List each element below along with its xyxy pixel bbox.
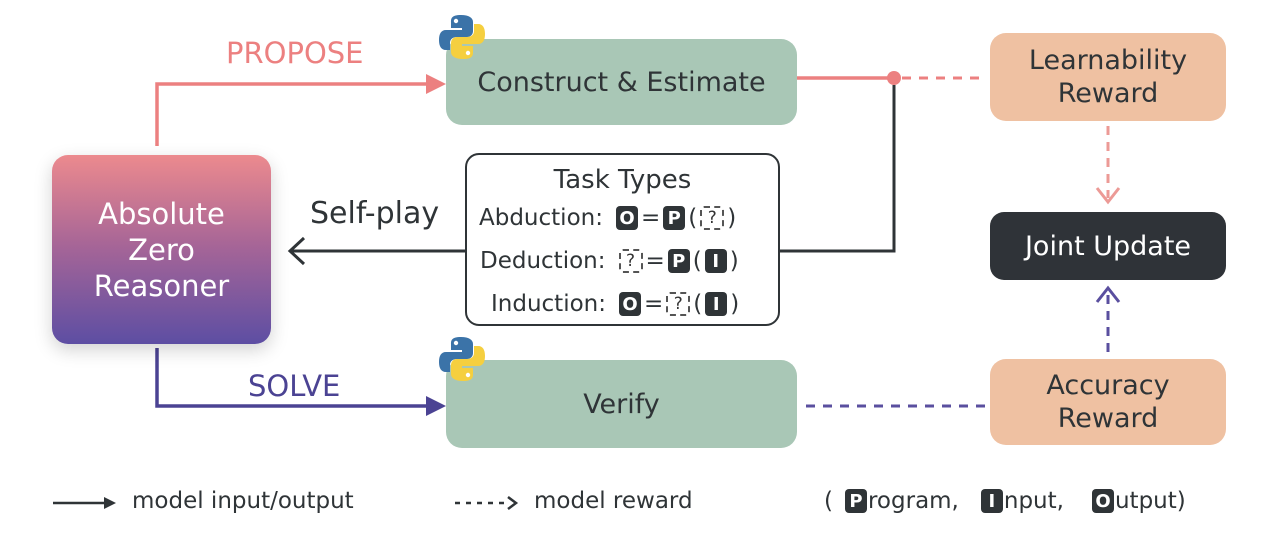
python-logo-icon [439, 337, 485, 381]
close-paren: ) [727, 205, 737, 231]
absolute-zero-reasoner-node: Absolute Zero Reasoner [52, 155, 271, 344]
induction-row: Induction: O = ? ( I ) [491, 289, 741, 319]
learnability-to-joint-arrow [1095, 126, 1121, 205]
program-tag: P [663, 206, 686, 230]
program-tag: P [844, 489, 867, 513]
equals-sign: = [645, 248, 665, 274]
equals-sign: = [640, 205, 661, 231]
abduction-row: Abduction: O = P ( ? ) [479, 203, 738, 233]
legend-output-text: utput) [1114, 488, 1186, 514]
accuracy-line-1: Accuracy [1046, 370, 1170, 401]
open-paren: ( [692, 248, 702, 274]
close-paren: ) [730, 291, 740, 317]
verify-label: Verify [583, 388, 660, 420]
unknown-placeholder: ? [666, 292, 691, 316]
propose-arrow [155, 74, 446, 146]
legend-solid-arrow-icon [53, 497, 116, 509]
self-play-arrow [287, 236, 465, 266]
open-paren: ( [688, 205, 698, 231]
accuracy-line-2: Reward [1057, 403, 1159, 434]
construct-label: Construct & Estimate [477, 66, 766, 98]
legend-solid-text: model input/output [132, 488, 354, 514]
output-tag: O [619, 292, 641, 316]
legend-dashed-arrow-icon [455, 496, 519, 510]
reasoner-line-3: Reasoner [93, 268, 230, 303]
reasoner-line-1: Absolute [98, 196, 225, 231]
abduction-label: Abduction: [479, 205, 603, 231]
deduction-label: Deduction: [480, 248, 606, 274]
verify-node: Verify [446, 360, 797, 448]
unknown-placeholder: ? [618, 249, 643, 273]
accuracy-to-joint-arrow [1095, 285, 1121, 352]
input-tag: I [980, 489, 1003, 513]
accuracy-reward-node: Accuracy Reward [990, 359, 1226, 445]
propose-label: PROPOSE [226, 36, 364, 70]
input-tag: I [705, 292, 728, 316]
task-types-box: Task Types Abduction: O = P ( ? ) Deduct… [465, 153, 780, 326]
construct-output-line [797, 71, 901, 85]
reasoner-line-2: Zero [128, 232, 195, 267]
solve-label: SOLVE [248, 369, 341, 403]
self-play-feedback-line [780, 85, 896, 253]
task-types-title: Task Types [553, 165, 692, 195]
program-tag: P [667, 249, 690, 273]
induction-label: Induction: [491, 291, 606, 317]
close-paren: ) [729, 248, 739, 274]
legend-dashed-text: model reward [534, 488, 693, 514]
learnability-reward-node: Learnability Reward [990, 33, 1226, 121]
input-tag: I [704, 249, 727, 273]
legend-input-text: nput, [1003, 488, 1064, 514]
python-logo-icon [439, 15, 485, 59]
legend-open-paren: ( [824, 488, 833, 514]
legend-abbreviations: ( P rogram, I nput, O utput) [824, 488, 1186, 514]
equals-sign: = [644, 291, 664, 317]
output-tag: O [1091, 489, 1114, 513]
unknown-placeholder: ? [700, 206, 725, 230]
legend-program-text: rogram, [867, 488, 959, 514]
learnability-line-2: Reward [1057, 78, 1159, 109]
output-tag: O [615, 206, 638, 230]
deduction-row: Deduction: ? = P ( I ) [480, 246, 741, 276]
learnability-line-1: Learnability [1028, 45, 1188, 76]
construct-estimate-node: Construct & Estimate [446, 39, 797, 125]
self-play-label: Self-play [310, 196, 440, 231]
open-paren: ( [693, 291, 703, 317]
joint-update-node: Joint Update [990, 212, 1226, 280]
solve-arrow [155, 348, 446, 416]
joint-update-label: Joint Update [1024, 230, 1192, 262]
